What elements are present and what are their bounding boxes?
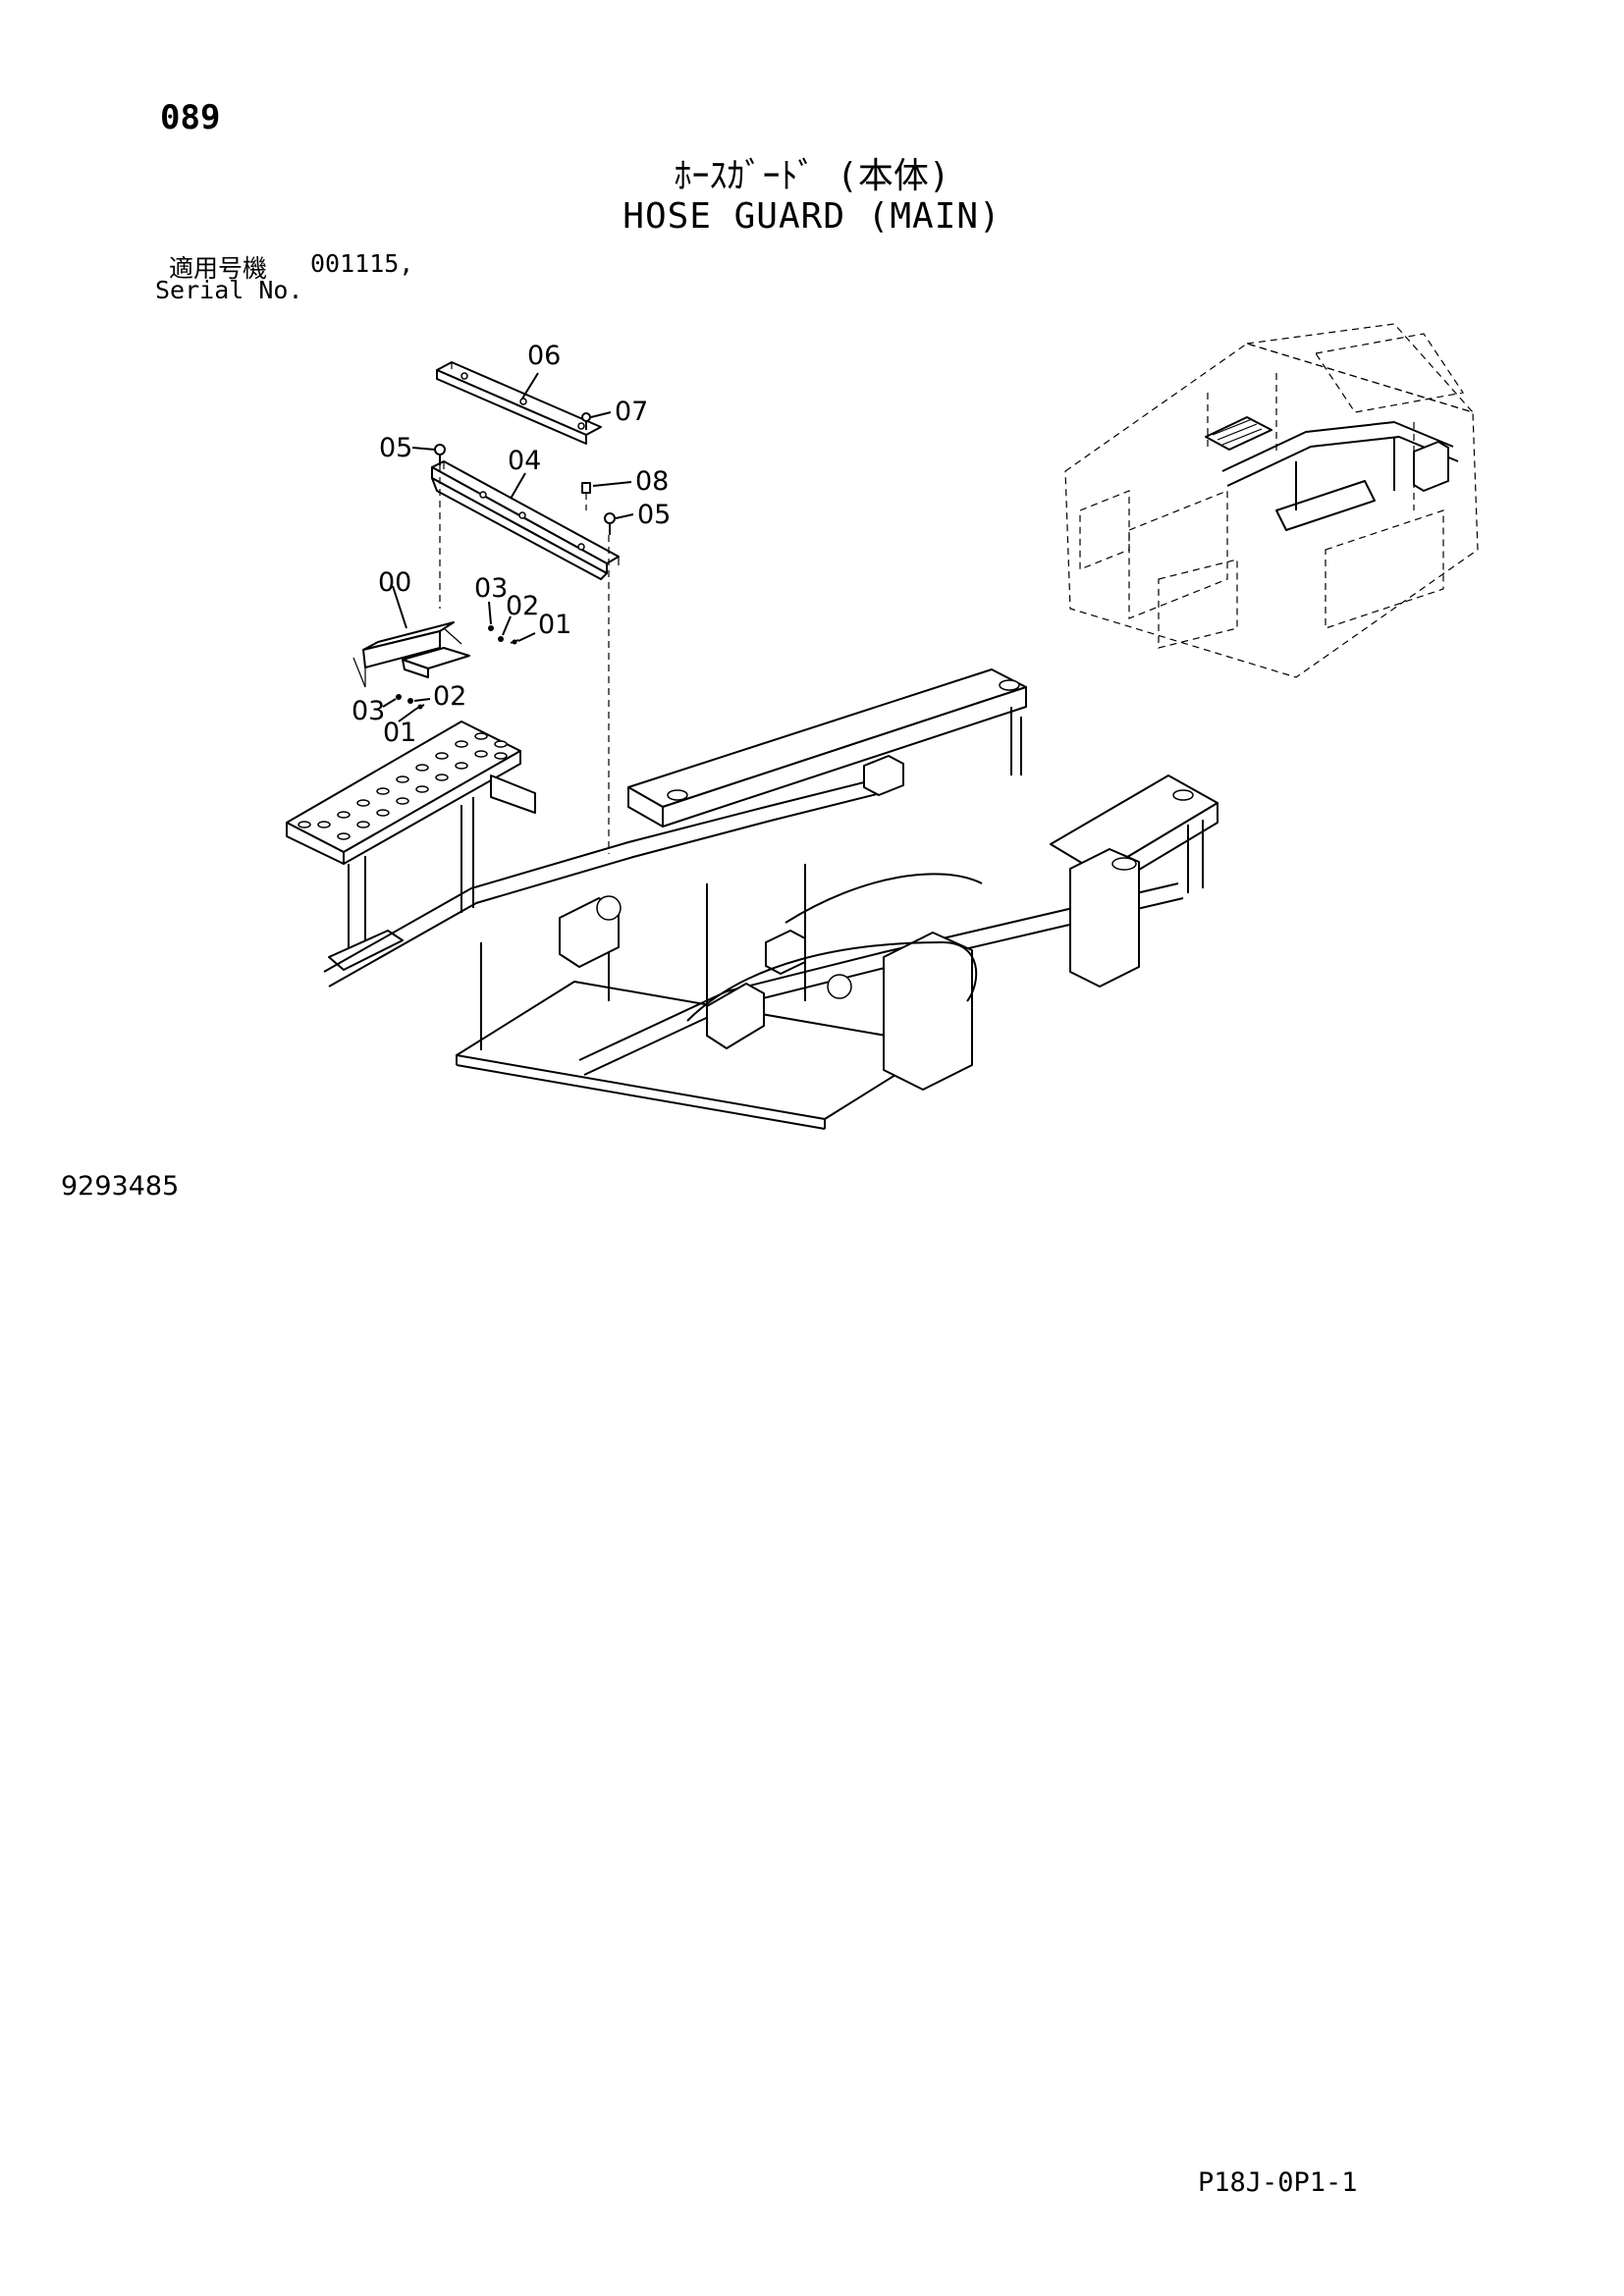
leader-03-lower <box>382 698 397 708</box>
part-06-bar <box>436 361 602 445</box>
page-number: 089 <box>160 98 221 137</box>
title-japanese: ﾎｰｽｶﾞｰﾄﾞ (本体) <box>674 156 950 196</box>
serial-label-japanese: 適用号機 <box>169 254 268 283</box>
collar-08 <box>581 482 591 494</box>
leader-06 <box>521 372 539 400</box>
serial-value: 001115, <box>310 249 414 278</box>
step-platform <box>286 721 536 971</box>
callout-02-lower: 02 <box>433 681 466 712</box>
callout-03-upper: 03 <box>474 573 508 604</box>
callout-02-upper: 02 <box>506 591 539 621</box>
leader-04 <box>510 472 526 500</box>
drawing-number: 9293485 <box>61 1171 180 1201</box>
hardware-lower <box>396 694 425 710</box>
page-code: P18J-0P1-1 <box>1198 2167 1358 2198</box>
callout-05-right: 05 <box>637 500 671 530</box>
callout-01-upper: 01 <box>538 610 571 640</box>
callout-06: 06 <box>527 341 561 371</box>
callout-08: 08 <box>635 466 669 497</box>
callout-07: 07 <box>615 397 648 427</box>
leader-05-right <box>615 513 634 519</box>
bolt-05-right <box>604 512 616 535</box>
part-04-bracket <box>431 460 620 580</box>
part-00-hose-guard <box>352 621 470 688</box>
leader-07 <box>590 411 612 418</box>
leader-05-left <box>411 447 436 451</box>
callout-00: 00 <box>378 567 411 598</box>
leader-08 <box>592 481 632 487</box>
main-frame <box>323 668 1218 1130</box>
leader-01-upper <box>517 632 536 642</box>
leader-00 <box>392 585 407 629</box>
leader-01-lower <box>398 708 417 722</box>
callout-05-left: 05 <box>379 433 412 463</box>
title-english: HOSE GUARD (MAIN) <box>623 196 1001 237</box>
leader-02-upper <box>502 615 512 636</box>
leader-02-lower <box>413 698 431 702</box>
callout-04: 04 <box>508 446 541 476</box>
location-inset <box>1064 323 1479 678</box>
serial-label-english: Serial No. <box>155 276 303 304</box>
hardware-upper <box>488 625 519 645</box>
bolt-07 <box>581 412 591 430</box>
callout-03-lower: 03 <box>352 696 385 726</box>
leader-03-upper <box>488 601 492 625</box>
callout-01-lower: 01 <box>383 718 416 748</box>
